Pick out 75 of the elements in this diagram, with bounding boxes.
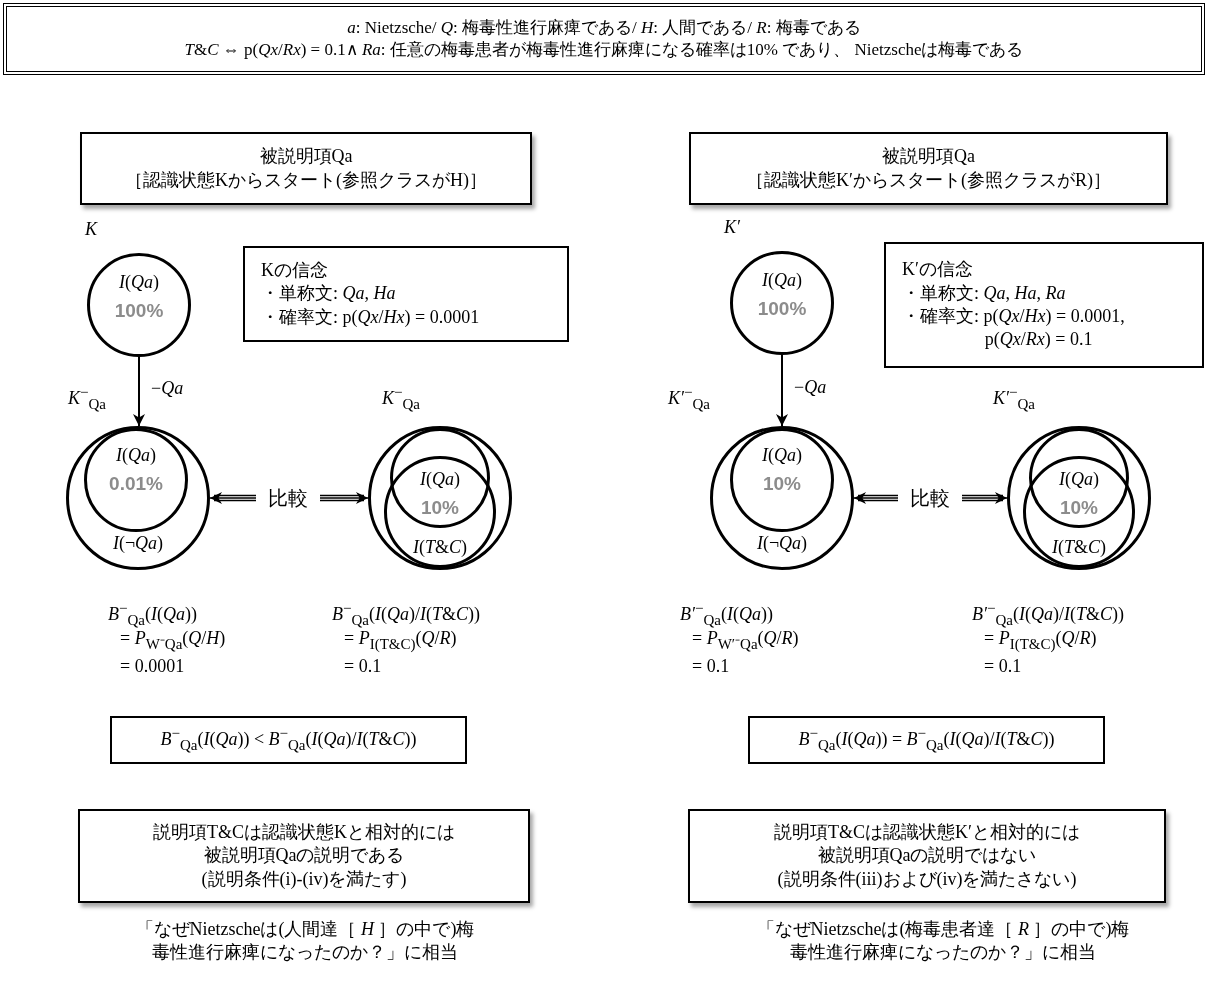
belief-box [884, 242, 1204, 368]
formula: B$^{−}$$_{Qa}$(I(Qa)/I(T&C)) [332, 600, 480, 629]
box-text: ［認識状態K′からスタート(参照クラスがR)］ [746, 168, 1111, 192]
formula: = P$_{I(T&C)}$(Q/R) [984, 628, 1097, 653]
percentage-label: 0.01% [108, 473, 164, 496]
question-note: 「なぜNietzscheは(人間達［ H ］の中で)梅毒性進行麻痺になったのか？」に相当 [134, 918, 476, 965]
percentage-label: 100% [756, 298, 808, 321]
definition-box [3, 3, 1205, 75]
formula: = 0.1 [984, 656, 1022, 677]
box-text: T&C ⇔ p(Qx/Rx) = 0.1∧ Ra: 任意の梅毒患者が梅毒性進行麻痺になる確率は10% であり、 Nietzscheは梅毒である [184, 39, 1024, 61]
state-label: K [85, 219, 97, 240]
set-label: I(Qa) [115, 444, 157, 467]
belief-heading: K′の信念 [902, 258, 974, 282]
state-circle [1023, 456, 1135, 568]
set-label: I(T&C) [411, 536, 468, 559]
double-arrow [961, 492, 1008, 504]
state-circle [390, 428, 490, 528]
double-arrow [319, 492, 369, 504]
explanandum-box [80, 132, 532, 205]
percentage-label: 100% [113, 300, 165, 323]
state-circle [384, 456, 496, 568]
double-arrow [853, 492, 899, 504]
set-label: I(¬Qa) [755, 532, 809, 555]
formula: = P$_{I(T&C)}$(Q/R) [344, 628, 457, 653]
comparison-label: 比較 [268, 486, 308, 511]
arrow [133, 356, 145, 427]
set-label: I(Qa) [761, 269, 803, 292]
set-label: I(Qa) [761, 444, 803, 467]
formula: = P$_{W⁻Qa}$(Q/H) [120, 628, 226, 653]
box-text: 被説明項Qaの説明である [203, 844, 405, 868]
box-text: (説明条件(i)-(iv)を満たす) [201, 867, 407, 891]
belief-item: ・確率文: p(Qx/Hx) = 0.0001, p(Qx/Rx) = 0.1 [902, 305, 1126, 352]
set-label: I(Qa) [1058, 468, 1100, 491]
set-label: I(Qa) [419, 468, 461, 491]
conclusion-box [688, 809, 1166, 903]
belief-item: ・単称文: Qa, Ha, Ra [902, 281, 1067, 305]
box-text: ［認識状態Kからスタート(参照クラスがH)］ [125, 168, 487, 192]
conclusion-box [78, 809, 530, 903]
arrow [776, 354, 788, 427]
question-note: 「なぜNietzscheは(梅毒患者達［ R ］の中で)梅毒性進行麻痺になったのか？」に相当 [755, 918, 1131, 965]
inequality-box [110, 716, 467, 764]
box-text: 説明項T&Cは認識状態K′と相対的には [774, 820, 1080, 844]
percentage-label: 10% [762, 473, 802, 496]
box-text: 被説明項Qa [259, 145, 353, 169]
explanandum-box [689, 132, 1168, 205]
box-text: 説明項T&Cは認識状態Kと相対的には [153, 820, 455, 844]
double-arrow [209, 492, 257, 504]
box-text: 被説明項Qaの説明ではない [817, 844, 1037, 868]
formula: = 0.1 [692, 656, 730, 677]
set-label: I(T&C) [1050, 536, 1107, 559]
box-text: (説明条件(iii)および(iv)を満たさない) [777, 867, 1077, 891]
formula: B$^{−}$$_{Qa}$(I(Qa)) [108, 600, 197, 629]
belief-item: ・単称文: Qa, Ha [261, 282, 397, 306]
state-circle [84, 428, 188, 532]
formula: B$^{−}$$_{Qa}$(I(Qa)) < B$^{−}$$_{Qa}$(I(Qa)/I(T&C)) [160, 724, 417, 756]
belief-heading: Kの信念 [261, 258, 329, 282]
set-label: I(Qa) [118, 271, 160, 294]
percentage-label: 10% [1059, 497, 1099, 520]
belief-item: ・確率文: p(Qx/Hx) = 0.0001 [261, 305, 481, 329]
formula: B′$^{−}$$_{Qa}$(I(Qa)) [680, 600, 773, 629]
state-circle [1029, 428, 1129, 528]
comparison-label: 比較 [910, 486, 950, 511]
box-text: 被説明項Qa [882, 145, 975, 169]
formula: B′$^{−}$$_{Qa}$(I(Qa)/I(T&C)) [972, 600, 1124, 629]
belief-box [243, 246, 569, 342]
state-label: K′ [724, 217, 740, 238]
percentage-label: 10% [420, 497, 460, 520]
formula: B$^{−}$$_{Qa}$(I(Qa)) = B$^{−}$$_{Qa}$(I(Qa)/I(T&C)) [798, 724, 1055, 756]
formula: = 0.0001 [120, 656, 185, 677]
inequality-box [748, 716, 1105, 764]
state-circle [730, 428, 834, 532]
formula: = 0.1 [344, 656, 382, 677]
set-label: I(¬Qa) [111, 532, 165, 555]
formula: = P$_{W′⁻Qa}$(Q/R) [692, 628, 799, 653]
box-text: a: Nietzsche/ Q: 梅毒性進行麻痺である/ H: 人間である/ R: 梅毒である [347, 16, 861, 39]
